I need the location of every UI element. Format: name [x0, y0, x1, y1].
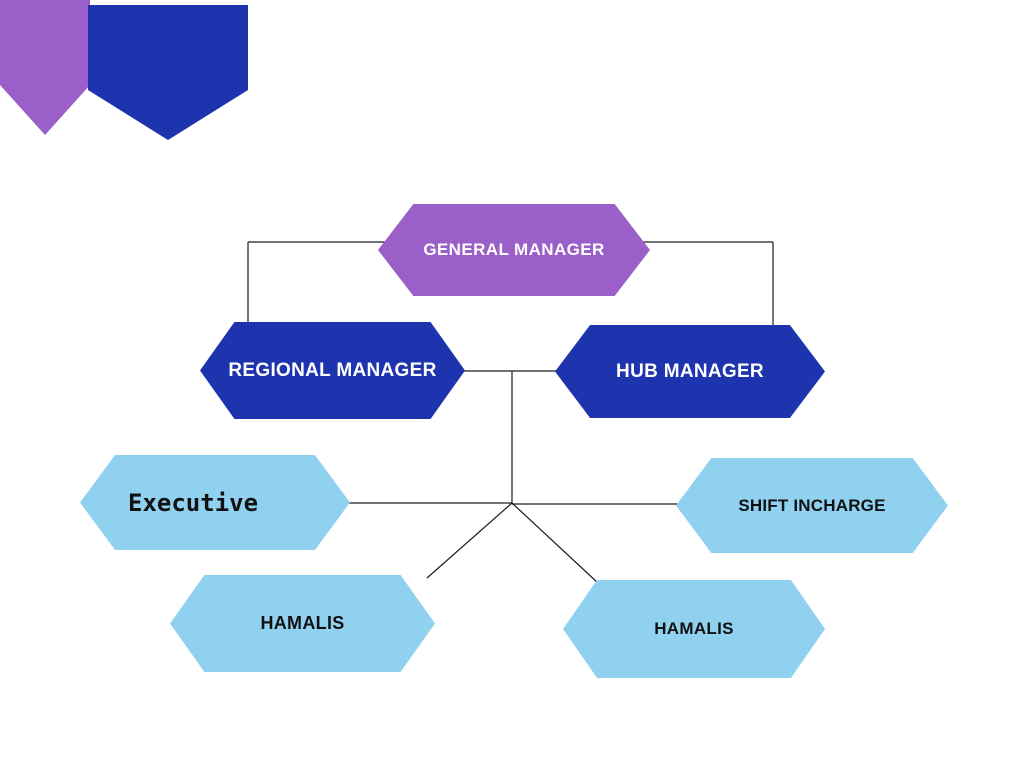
node-executive: Executive [80, 455, 350, 550]
node-general-manager: GENERAL MANAGER [378, 204, 650, 296]
connector-junction-hamalis-right [511, 502, 599, 584]
node-hamalis-right: HAMALIS [563, 580, 825, 678]
node-hub-manager: HUB MANAGER [555, 325, 825, 418]
node-hamalis-left: HAMALIS [170, 575, 435, 672]
node-executive-label: Executive [128, 488, 259, 517]
node-hamalis-right-label: HAMALIS [654, 619, 734, 638]
node-shift-incharge: SHIFT INCHARGE [676, 458, 948, 553]
node-shift-incharge-label: SHIFT INCHARGE [738, 495, 886, 515]
node-regional-manager-label: REGIONAL MANAGER [228, 359, 437, 381]
node-general-manager-label: GENERAL MANAGER [423, 240, 605, 259]
decorative-hexagon-purple [0, 0, 90, 135]
decorative-hexagon-blue [88, 5, 248, 140]
node-regional-manager: REGIONAL MANAGER [200, 322, 465, 419]
node-hamalis-left-label: HAMALIS [260, 613, 345, 633]
connector-junction-hamalis-left [426, 502, 513, 579]
node-hub-manager-label: HUB MANAGER [616, 360, 764, 382]
